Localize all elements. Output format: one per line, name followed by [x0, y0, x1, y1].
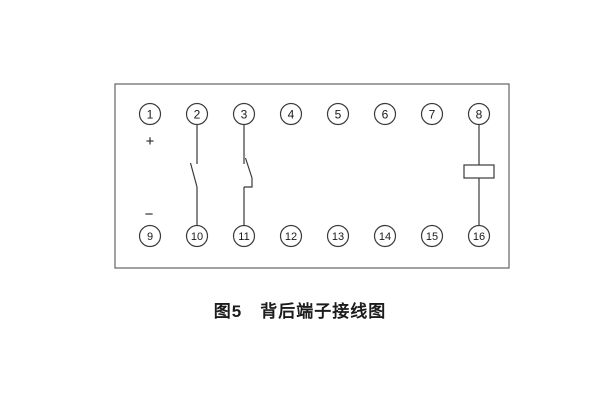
plus-sign: + — [146, 133, 155, 150]
terminal-9: 9 — [138, 224, 162, 248]
terminal-3-label: 3 — [241, 107, 248, 121]
coil-resistor-icon — [463, 124, 495, 226]
terminal-wiring-diagram: + − 1 2 — [114, 83, 510, 269]
diagram-border — [114, 83, 510, 269]
terminal-10: 10 — [185, 224, 209, 248]
open-contact-icon — [189, 124, 198, 226]
terminal-10-label: 10 — [191, 231, 203, 243]
terminal-4-label: 4 — [288, 107, 295, 121]
terminal-6-label: 6 — [382, 107, 389, 121]
figure-caption: 图5 背后端子接线图 — [213, 302, 387, 321]
terminal-8-label: 8 — [476, 107, 483, 121]
terminal-2-label: 2 — [194, 107, 201, 121]
terminal-3: 3 — [232, 102, 256, 126]
terminal-4: 4 — [279, 102, 303, 126]
minus-sign: − — [145, 206, 154, 223]
terminal-5-label: 5 — [335, 107, 342, 121]
terminal-14-label: 14 — [379, 231, 391, 243]
terminal-16-label: 16 — [473, 231, 485, 243]
terminal-15: 15 — [420, 224, 444, 248]
terminal-14: 14 — [373, 224, 397, 248]
terminal-7: 7 — [420, 102, 444, 126]
terminal-12-label: 12 — [285, 231, 297, 243]
terminal-15-label: 15 — [426, 231, 438, 243]
terminal-1-label: 1 — [147, 107, 154, 121]
terminal-7-label: 7 — [429, 107, 436, 121]
terminal-11-label: 11 — [238, 231, 249, 243]
terminal-5: 5 — [326, 102, 350, 126]
terminal-16: 16 — [467, 224, 491, 248]
terminal-2: 2 — [185, 102, 209, 126]
terminal-8: 8 — [467, 102, 491, 126]
terminal-11: 11 — [232, 224, 256, 248]
terminal-13-label: 13 — [332, 231, 344, 243]
terminal-9-label: 9 — [147, 231, 153, 243]
terminal-1: 1 — [138, 102, 162, 126]
terminal-6: 6 — [373, 102, 397, 126]
terminal-12: 12 — [279, 224, 303, 248]
hooked-contact-icon — [243, 124, 253, 226]
terminal-13: 13 — [326, 224, 350, 248]
